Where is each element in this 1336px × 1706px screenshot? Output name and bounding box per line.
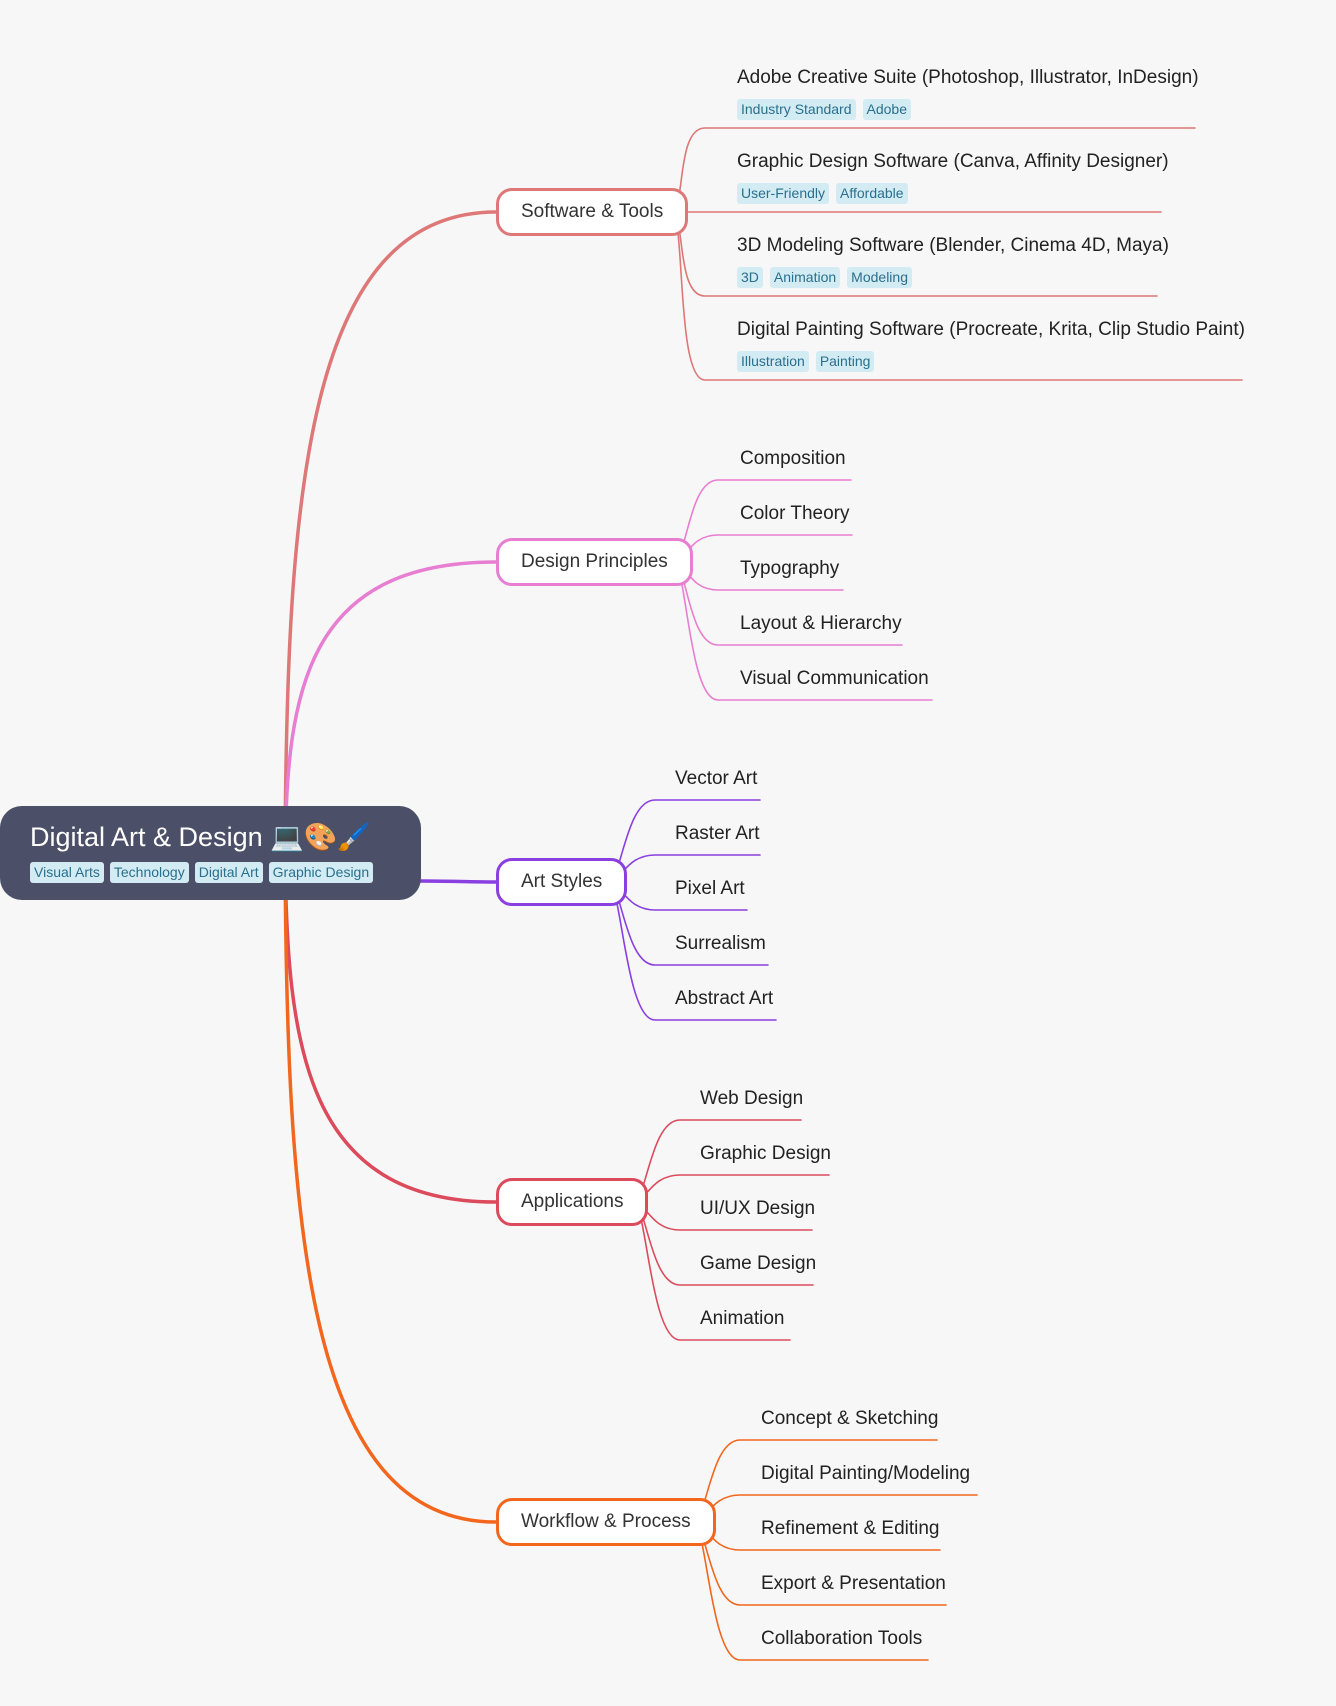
branch-connector xyxy=(283,560,498,855)
branch-node-software-tools[interactable]: Software & Tools xyxy=(496,188,689,236)
leaf-node[interactable]: Raster Art xyxy=(675,823,760,844)
leaf-tag: Industry Standard xyxy=(737,99,856,120)
leaf-node[interactable]: Color Theory xyxy=(740,503,850,524)
branch-node-applications[interactable]: Applications xyxy=(496,1178,649,1226)
leaf-node[interactable]: Visual Communication xyxy=(740,668,929,689)
leaf-tag: Animation xyxy=(769,267,841,288)
branch-connector xyxy=(419,879,498,884)
leaf-node[interactable]: Typography xyxy=(740,558,840,579)
leaf-node[interactable]: Export & Presentation xyxy=(761,1573,946,1594)
branch-node-workflow-process[interactable]: Workflow & Process xyxy=(496,1498,716,1546)
leaf-tag: 3D xyxy=(737,267,763,288)
leaf-node[interactable]: Collaboration Tools xyxy=(761,1628,923,1649)
leaf-node[interactable]: 3D Modeling Software (Blender, Cinema 4D… xyxy=(737,235,1169,256)
leaf-node[interactable]: Animation xyxy=(700,1308,785,1329)
root-title: Digital Art & Design 💻🎨🖌️ xyxy=(30,820,421,854)
branch-connector xyxy=(283,851,498,1524)
leaf-tag: Modeling xyxy=(847,267,912,288)
leaf-tag: User-Friendly xyxy=(737,183,830,204)
leaf-tags: Industry Standard Adobe xyxy=(737,99,918,120)
branch-node-art-styles[interactable]: Art Styles xyxy=(496,858,628,906)
leaf-tag: Adobe xyxy=(862,99,911,120)
leaf-node[interactable]: Pixel Art xyxy=(675,878,745,899)
leaf-node[interactable]: Concept & Sketching xyxy=(761,1408,939,1429)
leaf-tags: Illustration Painting xyxy=(737,351,881,372)
branch-connector xyxy=(283,210,498,855)
leaf-tag: Illustration xyxy=(737,351,809,372)
leaf-node[interactable]: Abstract Art xyxy=(675,988,774,1009)
leaf-node[interactable]: Vector Art xyxy=(675,768,758,789)
root-tag: Digital Art xyxy=(194,862,263,883)
leaf-node[interactable]: Graphic Design Software (Canva, Affinity… xyxy=(737,151,1169,172)
leaf-node[interactable]: Digital Painting/Modeling xyxy=(761,1463,971,1484)
branch-node-design-principles[interactable]: Design Principles xyxy=(496,538,693,586)
leaf-node[interactable]: UI/UX Design xyxy=(700,1198,816,1219)
leaf-tag: Painting xyxy=(815,351,875,372)
leaf-node[interactable]: Web Design xyxy=(700,1088,804,1109)
leaf-node[interactable]: Digital Painting Software (Procreate, Kr… xyxy=(737,319,1245,340)
leaf-node[interactable]: Surrealism xyxy=(675,933,766,954)
root-tag: Visual Arts xyxy=(30,862,104,883)
root-tag: Graphic Design xyxy=(268,862,374,883)
leaf-tags: 3D Animation Modeling xyxy=(737,267,919,288)
branch-connector xyxy=(283,851,498,1204)
leaf-node[interactable]: Refinement & Editing xyxy=(761,1518,940,1539)
leaf-tag: Affordable xyxy=(836,183,908,204)
root-title-text: Digital Art & Design xyxy=(30,822,263,852)
root-emoji: 💻🎨🖌️ xyxy=(270,822,371,852)
root-tag: Technology xyxy=(109,862,189,883)
leaf-node[interactable]: Graphic Design xyxy=(700,1143,831,1164)
leaf-node[interactable]: Adobe Creative Suite (Photoshop, Illustr… xyxy=(737,67,1199,88)
leaf-node[interactable]: Composition xyxy=(740,448,846,469)
leaf-tags: User-Friendly Affordable xyxy=(737,183,915,204)
leaf-node[interactable]: Game Design xyxy=(700,1253,817,1274)
leaf-node[interactable]: Layout & Hierarchy xyxy=(740,613,902,634)
